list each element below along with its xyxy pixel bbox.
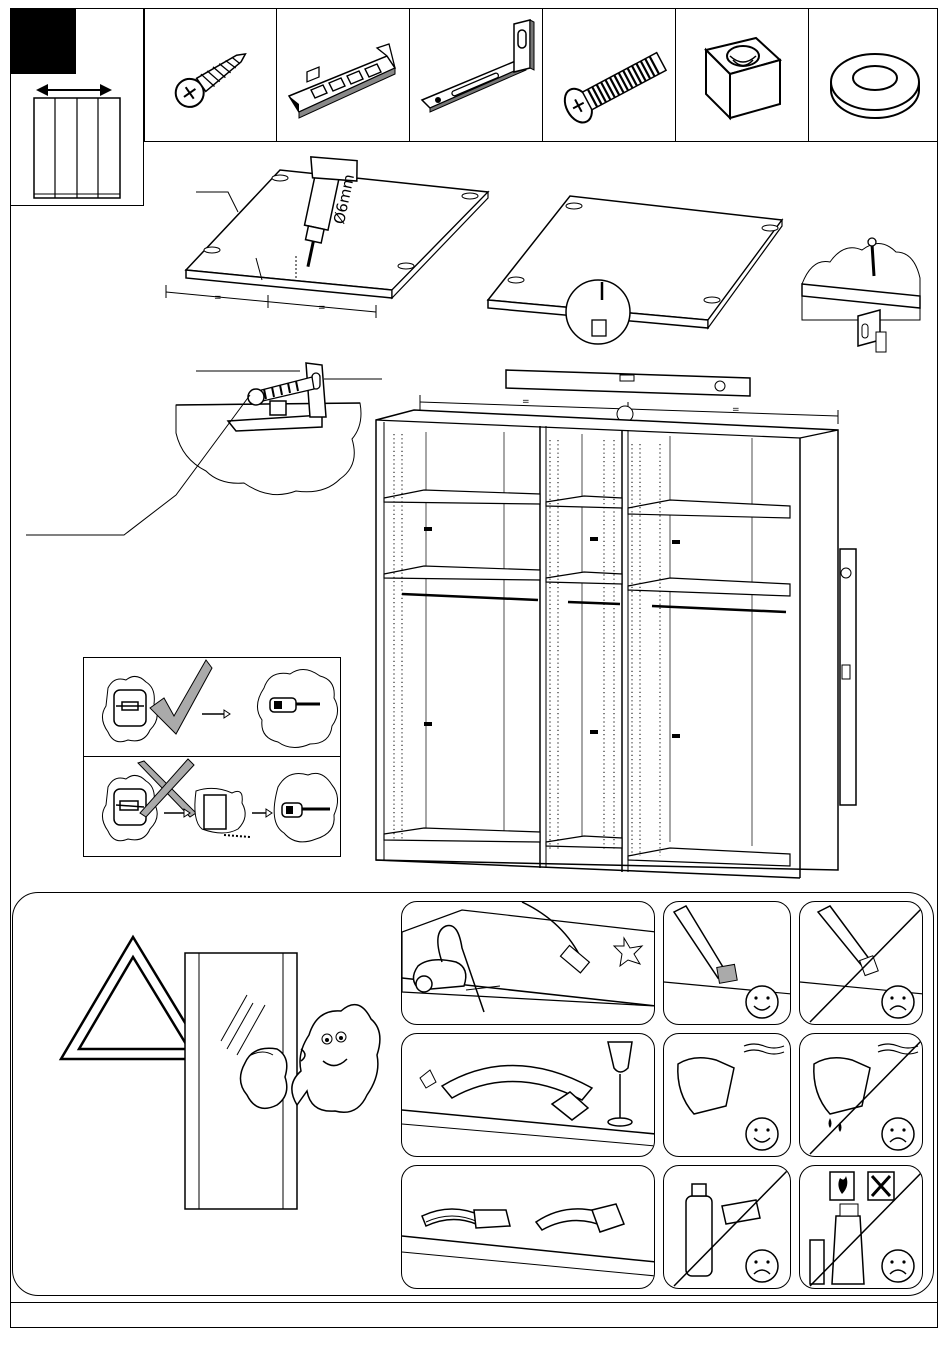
part-cell-bolt — [543, 8, 676, 141]
polish-cloth-icon — [402, 1166, 655, 1289]
soft-brush-happy-icon — [664, 902, 791, 1025]
part-cell-nut — [676, 8, 809, 141]
leveling-correct-box: check-mark-icon — [83, 657, 341, 757]
hard-brush-sad-icon — [800, 902, 923, 1025]
square-nut-icon — [676, 8, 809, 141]
damp-cloth-happy-icon — [664, 1034, 791, 1157]
cross-screw-icon — [145, 8, 277, 141]
angle-bracket-icon — [410, 8, 543, 141]
leveling-wrong-box: cross-mark-icon — [83, 756, 341, 857]
wet-cloth-sad-icon — [800, 1034, 923, 1157]
wedge-shims-icon — [277, 8, 410, 141]
page-footer — [10, 1302, 938, 1328]
part-cell-wedges — [277, 8, 410, 141]
care-card-wipe-spill — [401, 1033, 655, 1157]
bolt-icon — [543, 8, 676, 141]
parts-header — [144, 8, 938, 142]
vacuum-cleaning-icon — [402, 902, 655, 1025]
care-card-soft-brush — [663, 901, 791, 1025]
care-card-polish — [401, 1165, 655, 1289]
detergent-sad-icon — [664, 1166, 791, 1289]
part-cell-washer — [809, 8, 939, 141]
glass-door-cleaning-illustration — [181, 945, 421, 1215]
wardrobe-carcass-diagram: = = — [370, 390, 890, 890]
svg-text:=: = — [732, 405, 740, 415]
part-cell-screw — [145, 8, 277, 141]
svg-text:=: = — [522, 397, 530, 407]
wipe-spill-icon — [402, 1034, 655, 1157]
care-card-hard-brush — [799, 901, 923, 1025]
chemical-spray-sad-icon — [800, 1166, 923, 1289]
care-card-vacuum — [401, 901, 655, 1025]
vertical-spirit-level-icon — [834, 545, 864, 815]
care-card-wet-cloth — [799, 1033, 923, 1157]
care-card-chemical-spray — [799, 1165, 923, 1289]
care-card-damp-cloth — [663, 1033, 791, 1157]
care-card-detergent — [663, 1165, 791, 1289]
washer-icon — [809, 8, 939, 141]
part-cell-bracket — [410, 8, 543, 141]
care-instructions-panel — [12, 892, 934, 1296]
